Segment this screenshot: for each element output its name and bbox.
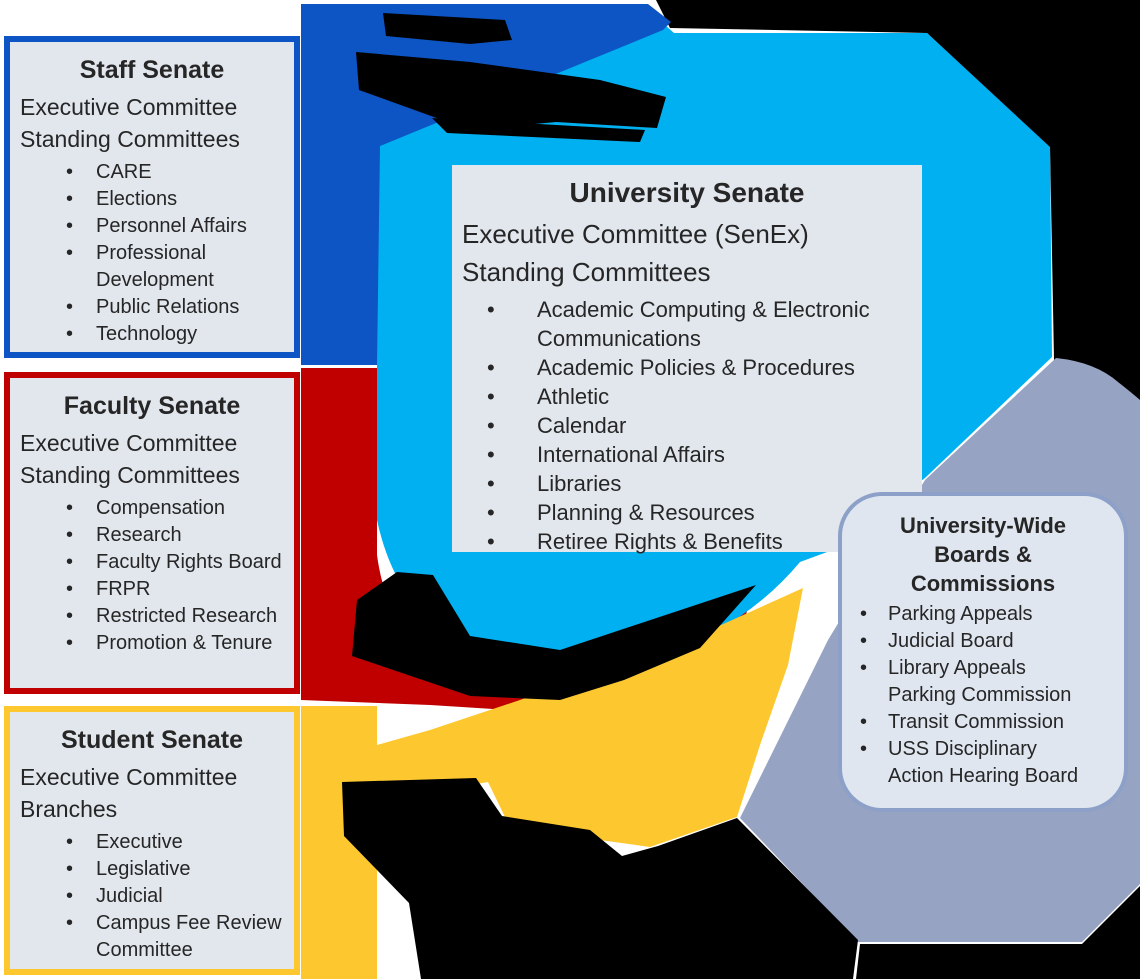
list-item: USS Disciplinary (842, 736, 1124, 763)
list-item-continuation: Development (96, 269, 214, 291)
list-item: Professional (10, 240, 294, 267)
university-wide-title-line3: Commissions (910, 571, 1056, 596)
senate-line-executive-committee: Executive Committee (SenEx) (462, 219, 809, 249)
list-item: Compensation (10, 495, 294, 522)
background-artifact-bottom-right (856, 886, 1140, 979)
list-item: Judicial (10, 883, 294, 910)
university-wide-boards-box: University-Wide Boards & Commissions Par… (838, 492, 1128, 812)
list-item-continuation: Committee (96, 939, 193, 961)
list-item: Restricted Research (10, 603, 294, 630)
student-senate-title: Student Senate (61, 726, 243, 754)
university-senate-box: University Senate Executive Committee (S… (452, 165, 922, 556)
list-item: Parking Appeals (842, 601, 1124, 628)
distorted-label-artifact-top-underline (432, 118, 645, 142)
distorted-label-artifact-top (356, 52, 666, 130)
list-item: Library Appeals (842, 655, 1124, 682)
university-wide-title-line2: Boards & (934, 542, 1032, 567)
list-item: Faculty Rights Board (10, 549, 294, 576)
list-item: Judicial Board (842, 628, 1124, 655)
list-item: Academic Policies & Procedures (452, 353, 922, 382)
student-senate-box: Student Senate Executive Committee Branc… (4, 706, 300, 975)
faculty-line-standing-committees: Standing Committees (20, 462, 240, 488)
list-item-continuation: Action Hearing Board (888, 765, 1079, 787)
list-item: Personnel Affairs (10, 213, 294, 240)
faculty-senate-box: Faculty Senate Executive Committee Stand… (4, 372, 300, 694)
list-item: Retiree Rights & Benefits (452, 527, 922, 556)
background-artifact-top-right (656, 0, 1140, 402)
list-item: Executive (10, 829, 294, 856)
student-branch-list: Executive Legislative Judicial Campus Fe… (10, 829, 294, 964)
list-item-continuation: Communications (537, 326, 701, 351)
distorted-label-artifact-top-small (383, 13, 512, 44)
list-item-continuation: Parking Commission (888, 684, 1072, 706)
list-item: Research (10, 522, 294, 549)
faculty-line-executive-committee: Executive Committee (20, 430, 238, 456)
staff-senate-box: Staff Senate Executive Committee Standin… (4, 36, 300, 358)
staff-line-standing-committees: Standing Committees (20, 126, 240, 152)
list-item: Promotion & Tenure (10, 630, 294, 657)
university-wide-list: Parking Appeals Judicial Board Library A… (842, 601, 1124, 790)
list-item: Planning & Resources (452, 498, 922, 527)
distorted-label-artifact-bottom (342, 778, 858, 979)
senate-line-standing-committees: Standing Committees (462, 257, 711, 287)
distorted-label-artifact-middle (352, 572, 756, 700)
faculty-committee-list: Compensation Research Faculty Rights Boa… (10, 495, 294, 657)
university-wide-title-line1: University-Wide (899, 513, 1067, 538)
staff-senate-title: Staff Senate (79, 56, 225, 84)
list-item: FRPR (10, 576, 294, 603)
list-item: International Affairs (452, 440, 922, 469)
list-item: Academic Computing & Electronic (452, 295, 922, 324)
list-item: Transit Commission (842, 709, 1124, 736)
student-line-executive-committee: Executive Committee (20, 764, 238, 790)
faculty-senate-title: Faculty Senate (63, 392, 241, 420)
senate-committee-list: Academic Computing & Electronic Communic… (452, 295, 922, 556)
student-flow-arrow-shape (301, 588, 803, 979)
student-line-branches: Branches (20, 796, 118, 822)
staff-committee-list: CARE Elections Personnel Affairs Profess… (10, 159, 294, 348)
list-item: Libraries (452, 469, 922, 498)
staff-line-executive-committee: Executive Committee (20, 94, 238, 120)
list-item: Legislative (10, 856, 294, 883)
list-item: CARE (10, 159, 294, 186)
list-item: Campus Fee Review (10, 910, 294, 937)
list-item: Athletic (452, 382, 922, 411)
list-item: Public Relations (10, 294, 294, 321)
list-item: Calendar (452, 411, 922, 440)
list-item: Technology (10, 321, 294, 348)
university-senate-title: University Senate (569, 177, 805, 208)
list-item: Elections (10, 186, 294, 213)
